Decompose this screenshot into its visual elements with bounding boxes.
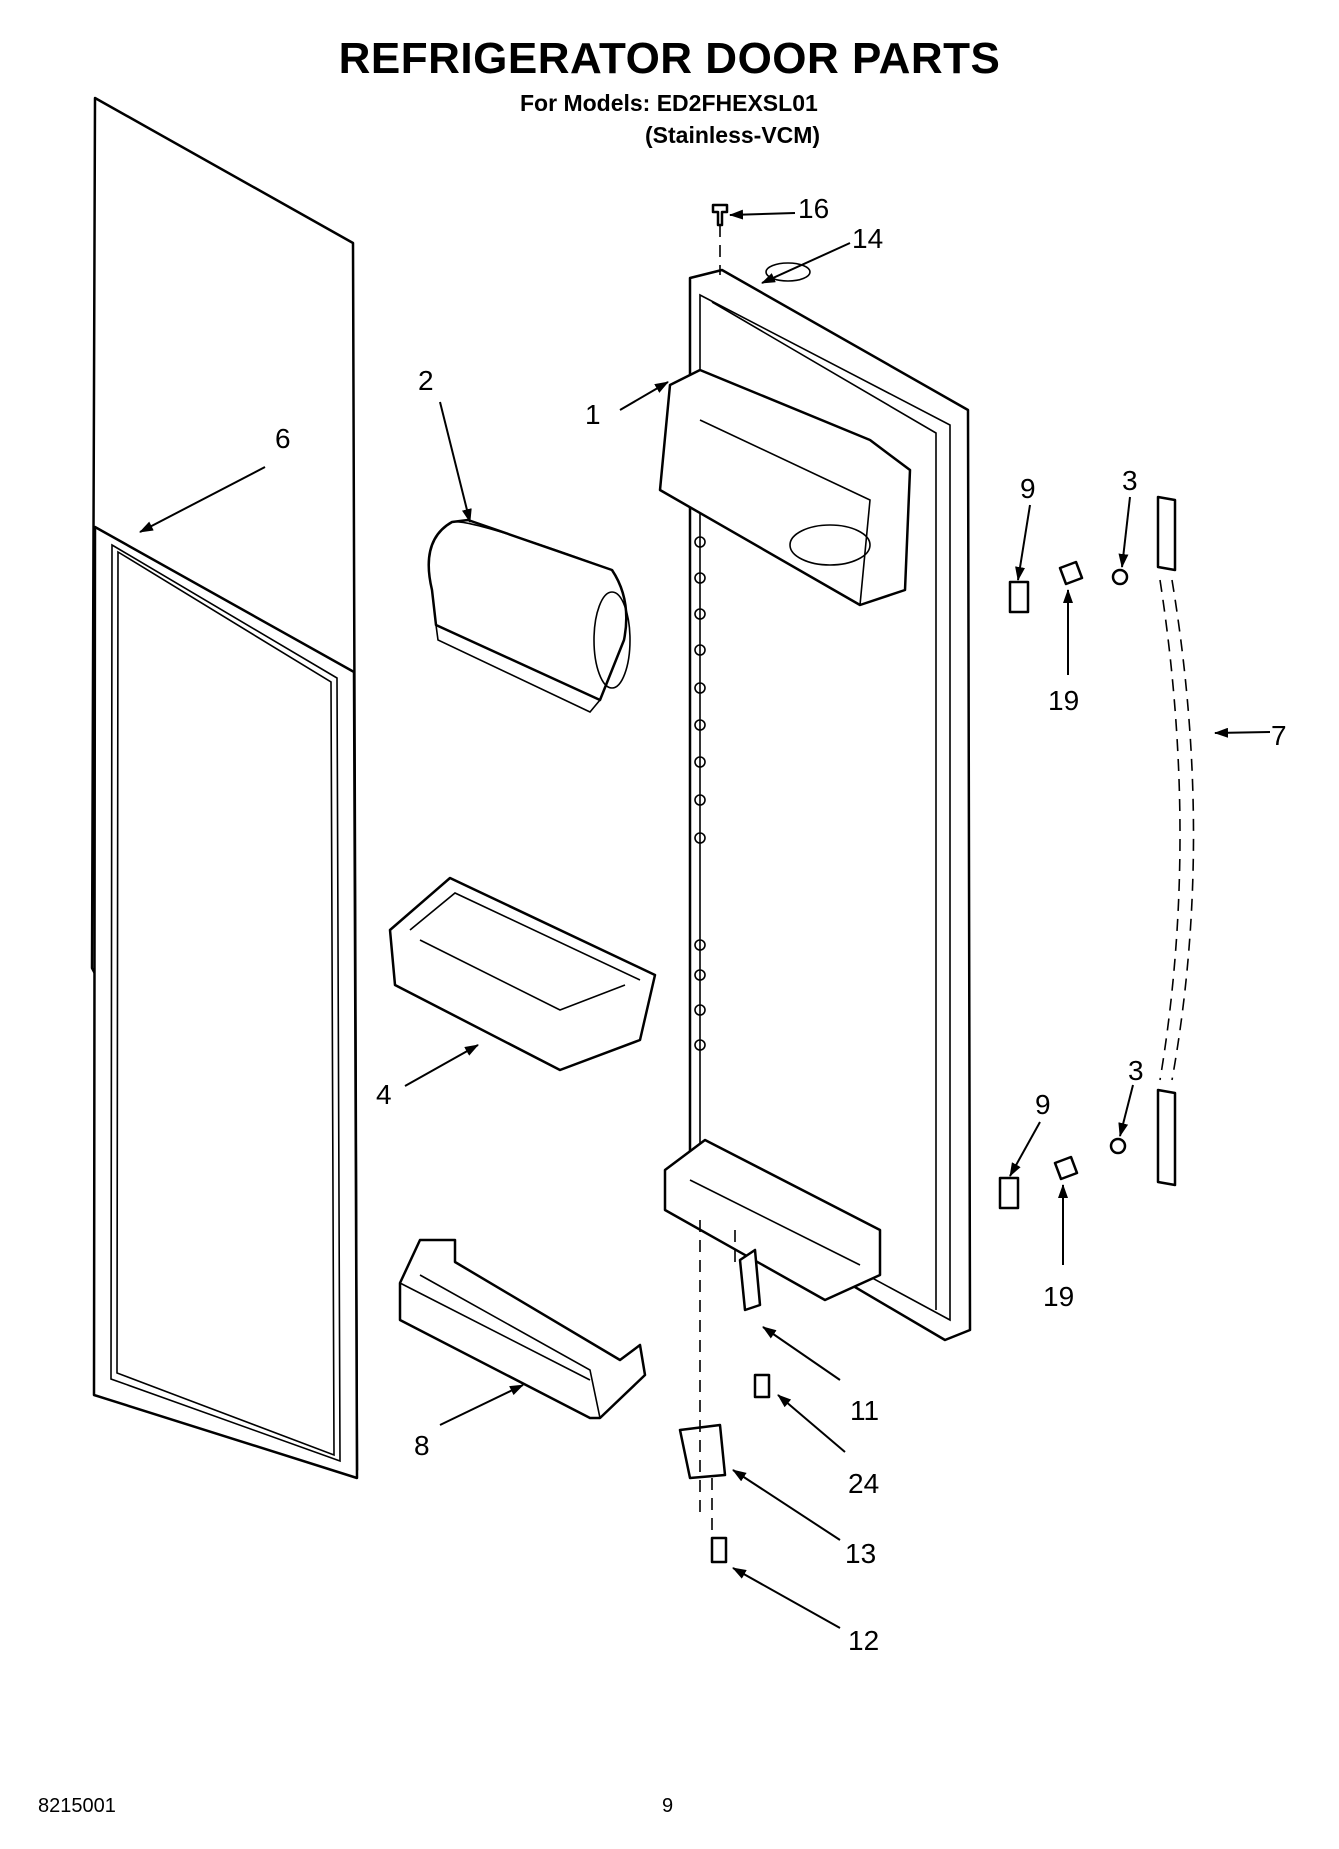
callout-19a: 19	[1048, 685, 1079, 716]
callout-16: 16	[798, 193, 829, 224]
dairy-bin-part-2	[427, 518, 631, 713]
callout-3b: 3	[1128, 1055, 1144, 1086]
inner-door-part-1	[658, 268, 972, 1342]
callout-1: 1	[585, 399, 601, 430]
screw-part-19b	[1053, 1155, 1079, 1181]
callout-19b: 19	[1043, 1281, 1074, 1312]
callout-4: 4	[376, 1079, 392, 1110]
screw-part-3a	[1111, 568, 1129, 586]
screw-part-12	[710, 1536, 728, 1564]
door-shelf-part-8	[398, 1238, 647, 1420]
callout-7: 7	[1271, 720, 1287, 751]
callout-14: 14	[852, 223, 883, 254]
door-shelf-mount-holes	[694, 536, 706, 1051]
callout-3a: 3	[1122, 465, 1138, 496]
hinge-pin-part-11	[738, 1248, 762, 1312]
door-gasket-frame	[92, 525, 359, 1480]
clip-part-9a	[1008, 580, 1030, 614]
callout-9a: 9	[1020, 473, 1036, 504]
screw-part-24	[753, 1373, 771, 1399]
door-bin-part-4	[388, 876, 657, 1072]
models-line: For Models: ED2FHEXSL01	[520, 90, 818, 116]
callout-13: 13	[845, 1538, 876, 1569]
callout-11: 11	[850, 1395, 879, 1426]
callout-6: 6	[275, 423, 291, 454]
callout-8: 8	[414, 1430, 430, 1461]
callout-2: 2	[418, 365, 434, 396]
screw-part-3b	[1109, 1137, 1127, 1155]
document-number: 8215001	[38, 1795, 116, 1817]
callout-9b: 9	[1035, 1089, 1051, 1120]
hardware	[678, 203, 1129, 1564]
clip-part-9b	[998, 1176, 1020, 1210]
finish-line: (Stainless-VCM)	[645, 122, 821, 148]
door-handle-part-7	[1156, 495, 1195, 1187]
ring-part-14	[765, 262, 811, 282]
callout-24: 24	[848, 1468, 879, 1499]
callout-labels: 16 14 1 2 6 9 3 19 7 4 9 3 19 11 8 24 13…	[275, 193, 1287, 1656]
callout-12: 12	[848, 1625, 879, 1656]
page-number: 9	[662, 1795, 674, 1817]
page-title: REFRIGERATOR DOOR PARTS	[338, 34, 1001, 83]
hinge-part-13	[678, 1423, 727, 1480]
plug-part-16	[711, 203, 729, 227]
screw-part-19a	[1058, 560, 1084, 586]
callout-arrows	[139, 209, 1271, 1629]
